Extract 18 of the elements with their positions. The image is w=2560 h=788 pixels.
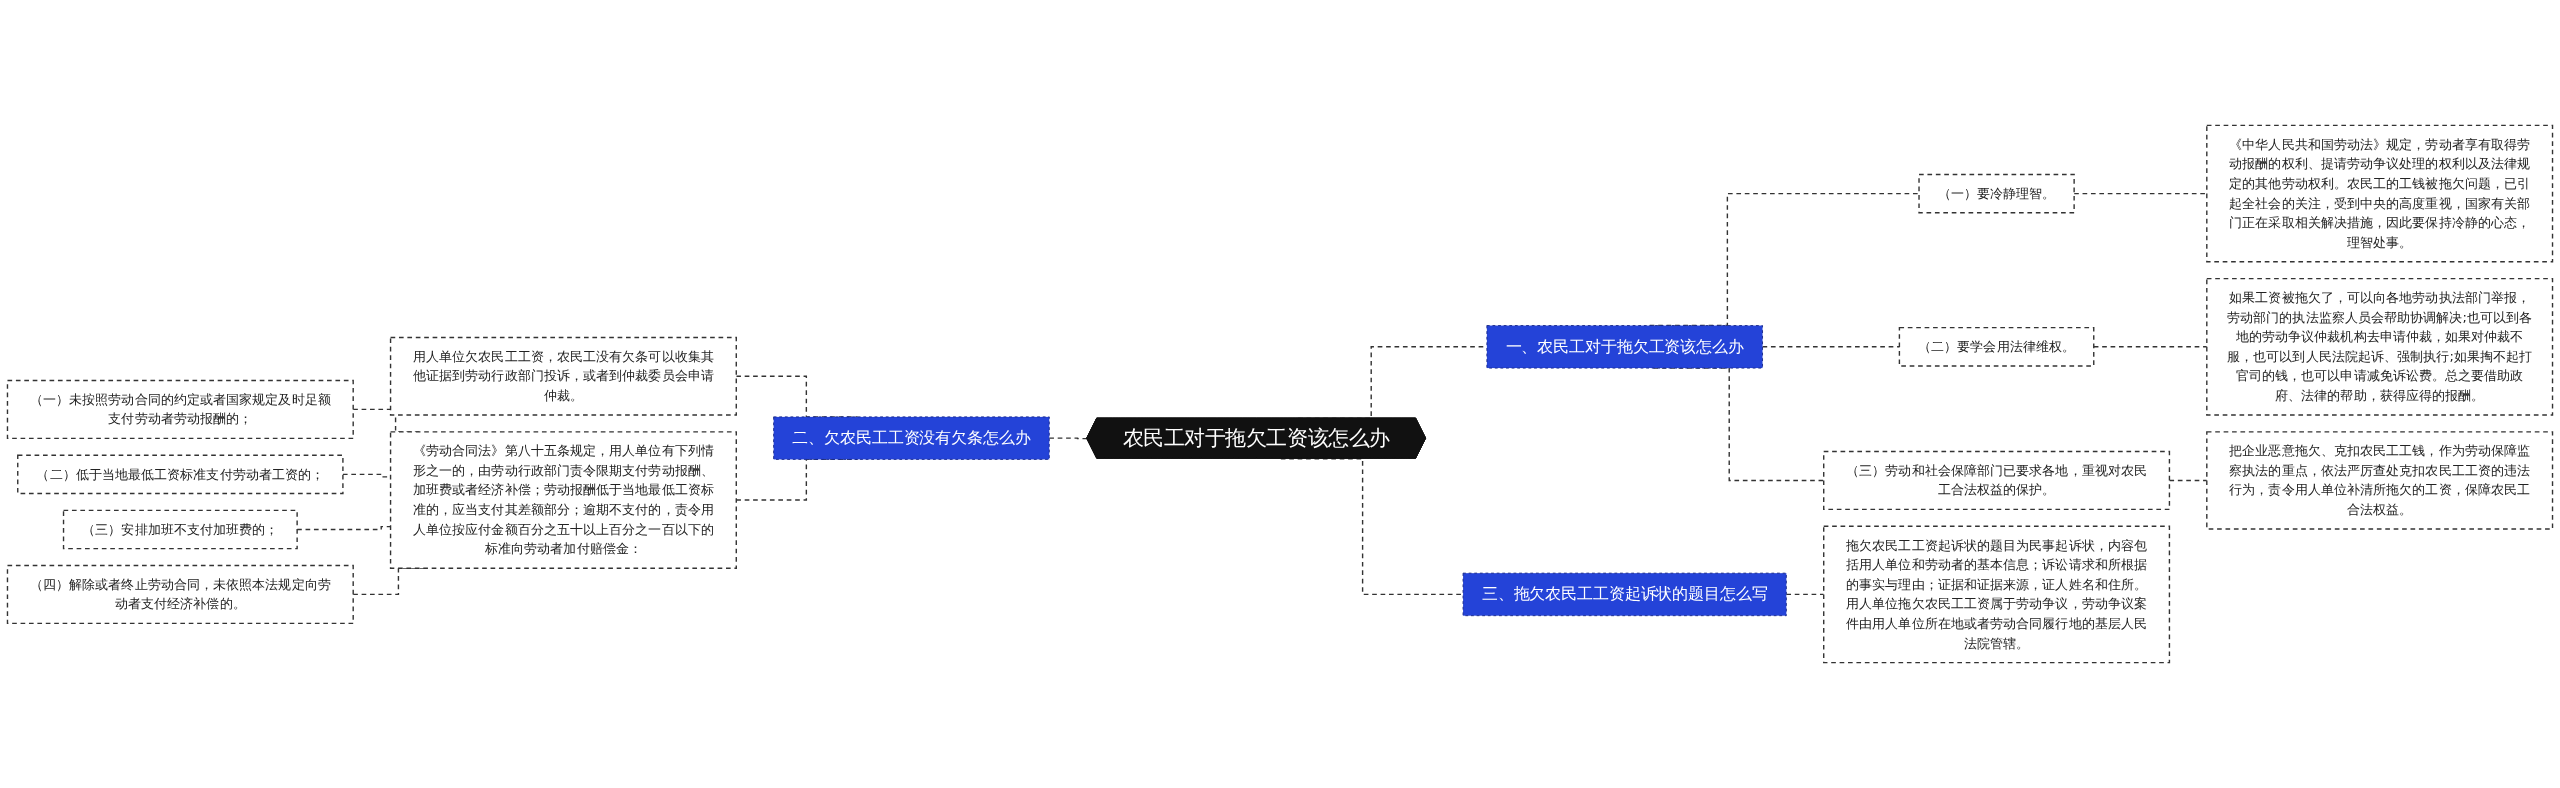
- node-box: 如果工资被拖欠了，可以向各地劳动执法部门举报，劳动部门的执法监察人员会帮助协调解决;也可以到各地的劳动争议仲裁机构去申请仲裁，如果对仲裁不服，也可以到人民法院起诉、强制执行;如果掏不起打官司的钱，也可以申请减免诉讼费。总之要借助政府、法律的帮助，获得应得的报酬。: [2206, 277, 2554, 416]
- node-box: （二）要学会用法律维权。: [1898, 326, 2095, 367]
- node-box: （三）安排加班不支付加班费的；: [62, 509, 298, 550]
- connector: [1048, 437, 1088, 440]
- connector: [1761, 346, 1901, 348]
- node-box: （三）劳动和社会保障部门已要求各地，重视对农民工合法权益的保护。: [1823, 450, 2171, 511]
- node-box: （一）未按照劳动合同的约定或者国家规定及时足额支付劳动者劳动报酬的；: [6, 379, 354, 440]
- node-box: （一）要冷静理智。: [1918, 173, 2075, 214]
- node-box: 《劳动合同法》第八十五条规定，用人单位有下列情形之一的，由劳动行政部门责令限期支付劳动报酬、加班费或者经济补偿；劳动报酬低于当地最低工资标准的，应当支付其差额部分；逾期不支付的，责令用人单位按应付金额百分之五十以上百分之一百以下的标准向劳动者加付赔偿金：: [389, 431, 737, 569]
- node-box: 三、拖欠农民工工资起诉状的题目怎么写: [1462, 572, 1787, 617]
- node-box: 拖欠农民工工资起诉状的题目为民事起诉状，内容包括用人单位和劳动者的基本信息；诉讼请求和所根据的事实与理由；证据和证据来源，证人姓名和住所。用人单位拖欠农民工工资属于劳动争议，劳动争议案件由用人单位所在地或者劳动合同履行地的基层人民法院管辖。: [1823, 525, 2171, 664]
- node-box: 二、欠农民工工资没有欠条怎么办: [773, 416, 1050, 460]
- node-box: （二）低于当地最低工资标准支付劳动者工资的；: [17, 454, 344, 495]
- node-box: 《中华人民共和国劳动法》规定，劳动者享有取得劳动报酬的权利、提请劳动争议处理的权利以及法律规定的其他劳动权利。农民工的工钱被拖欠问题，已引起全社会的关注，受到中央的高度重视，国家有关部门正在采取相关解决措施，因此要保持冷静的心态，理智处事。: [2206, 124, 2554, 263]
- node-box: 一、农民工对于拖欠工资该怎么办: [1486, 325, 1763, 369]
- node-box: 用人单位欠农民工工资，农民工没有欠条可以收集其他证据到劳动行政部门投诉，或者到仲裁委员会申请仲裁。: [389, 336, 737, 416]
- node-box: 把企业恶意拖欠、克扣农民工工钱，作为劳动保障监察执法的重点，依法严厉查处克扣农民工工资的违法行为，责令用人单位补清所拖欠的工资，保障农民工合法权益。: [2206, 431, 2554, 530]
- node-box: （四）解除或者终止劳动合同，未依照本法规定向劳动者支付经济补偿的。: [6, 564, 354, 625]
